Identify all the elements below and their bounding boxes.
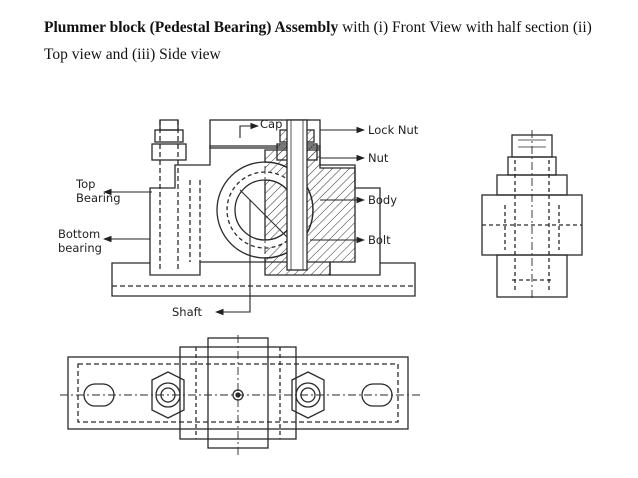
- page-heading: Plummer block (Pedestal Bearing) Assembl…: [44, 14, 614, 68]
- label-cap: Cap: [260, 117, 282, 131]
- label-nut: Nut: [368, 151, 389, 165]
- label-bottom-bearing-line1: Bottom: [58, 227, 100, 241]
- heading-rest: with (i) Front View with half section (i…: [44, 19, 592, 63]
- label-top-bearing-line1: Top: [75, 177, 95, 191]
- front-view: [111, 119, 416, 297]
- label-shaft: Shaft: [172, 305, 202, 319]
- base-outline: [111, 261, 416, 297]
- label-body: Body: [368, 193, 397, 207]
- label-top-bearing-line2: Bearing: [76, 191, 121, 205]
- label-lock-nut: Lock Nut: [368, 123, 419, 137]
- left-nut: [151, 143, 187, 161]
- body-outline: [149, 145, 381, 263]
- left-slot: [83, 383, 115, 407]
- top-view: [60, 335, 420, 455]
- callouts: [102, 122, 366, 316]
- right-nut-top: [291, 371, 325, 419]
- label-bolt: Bolt: [368, 233, 391, 247]
- right-bolt: [286, 119, 308, 271]
- left-lock-nut: [154, 129, 184, 143]
- labels: Cap Lock Nut Nut Body Bolt Top Bearing B…: [58, 117, 419, 319]
- side-view: [481, 130, 583, 300]
- cap-outline: [209, 119, 321, 149]
- heading-bold: Plummer block (Pedestal Bearing) Assembl…: [44, 19, 339, 36]
- label-bottom-bearing-line2: bearing: [58, 241, 102, 255]
- right-slot: [361, 383, 393, 407]
- left-nut-top: [151, 371, 185, 419]
